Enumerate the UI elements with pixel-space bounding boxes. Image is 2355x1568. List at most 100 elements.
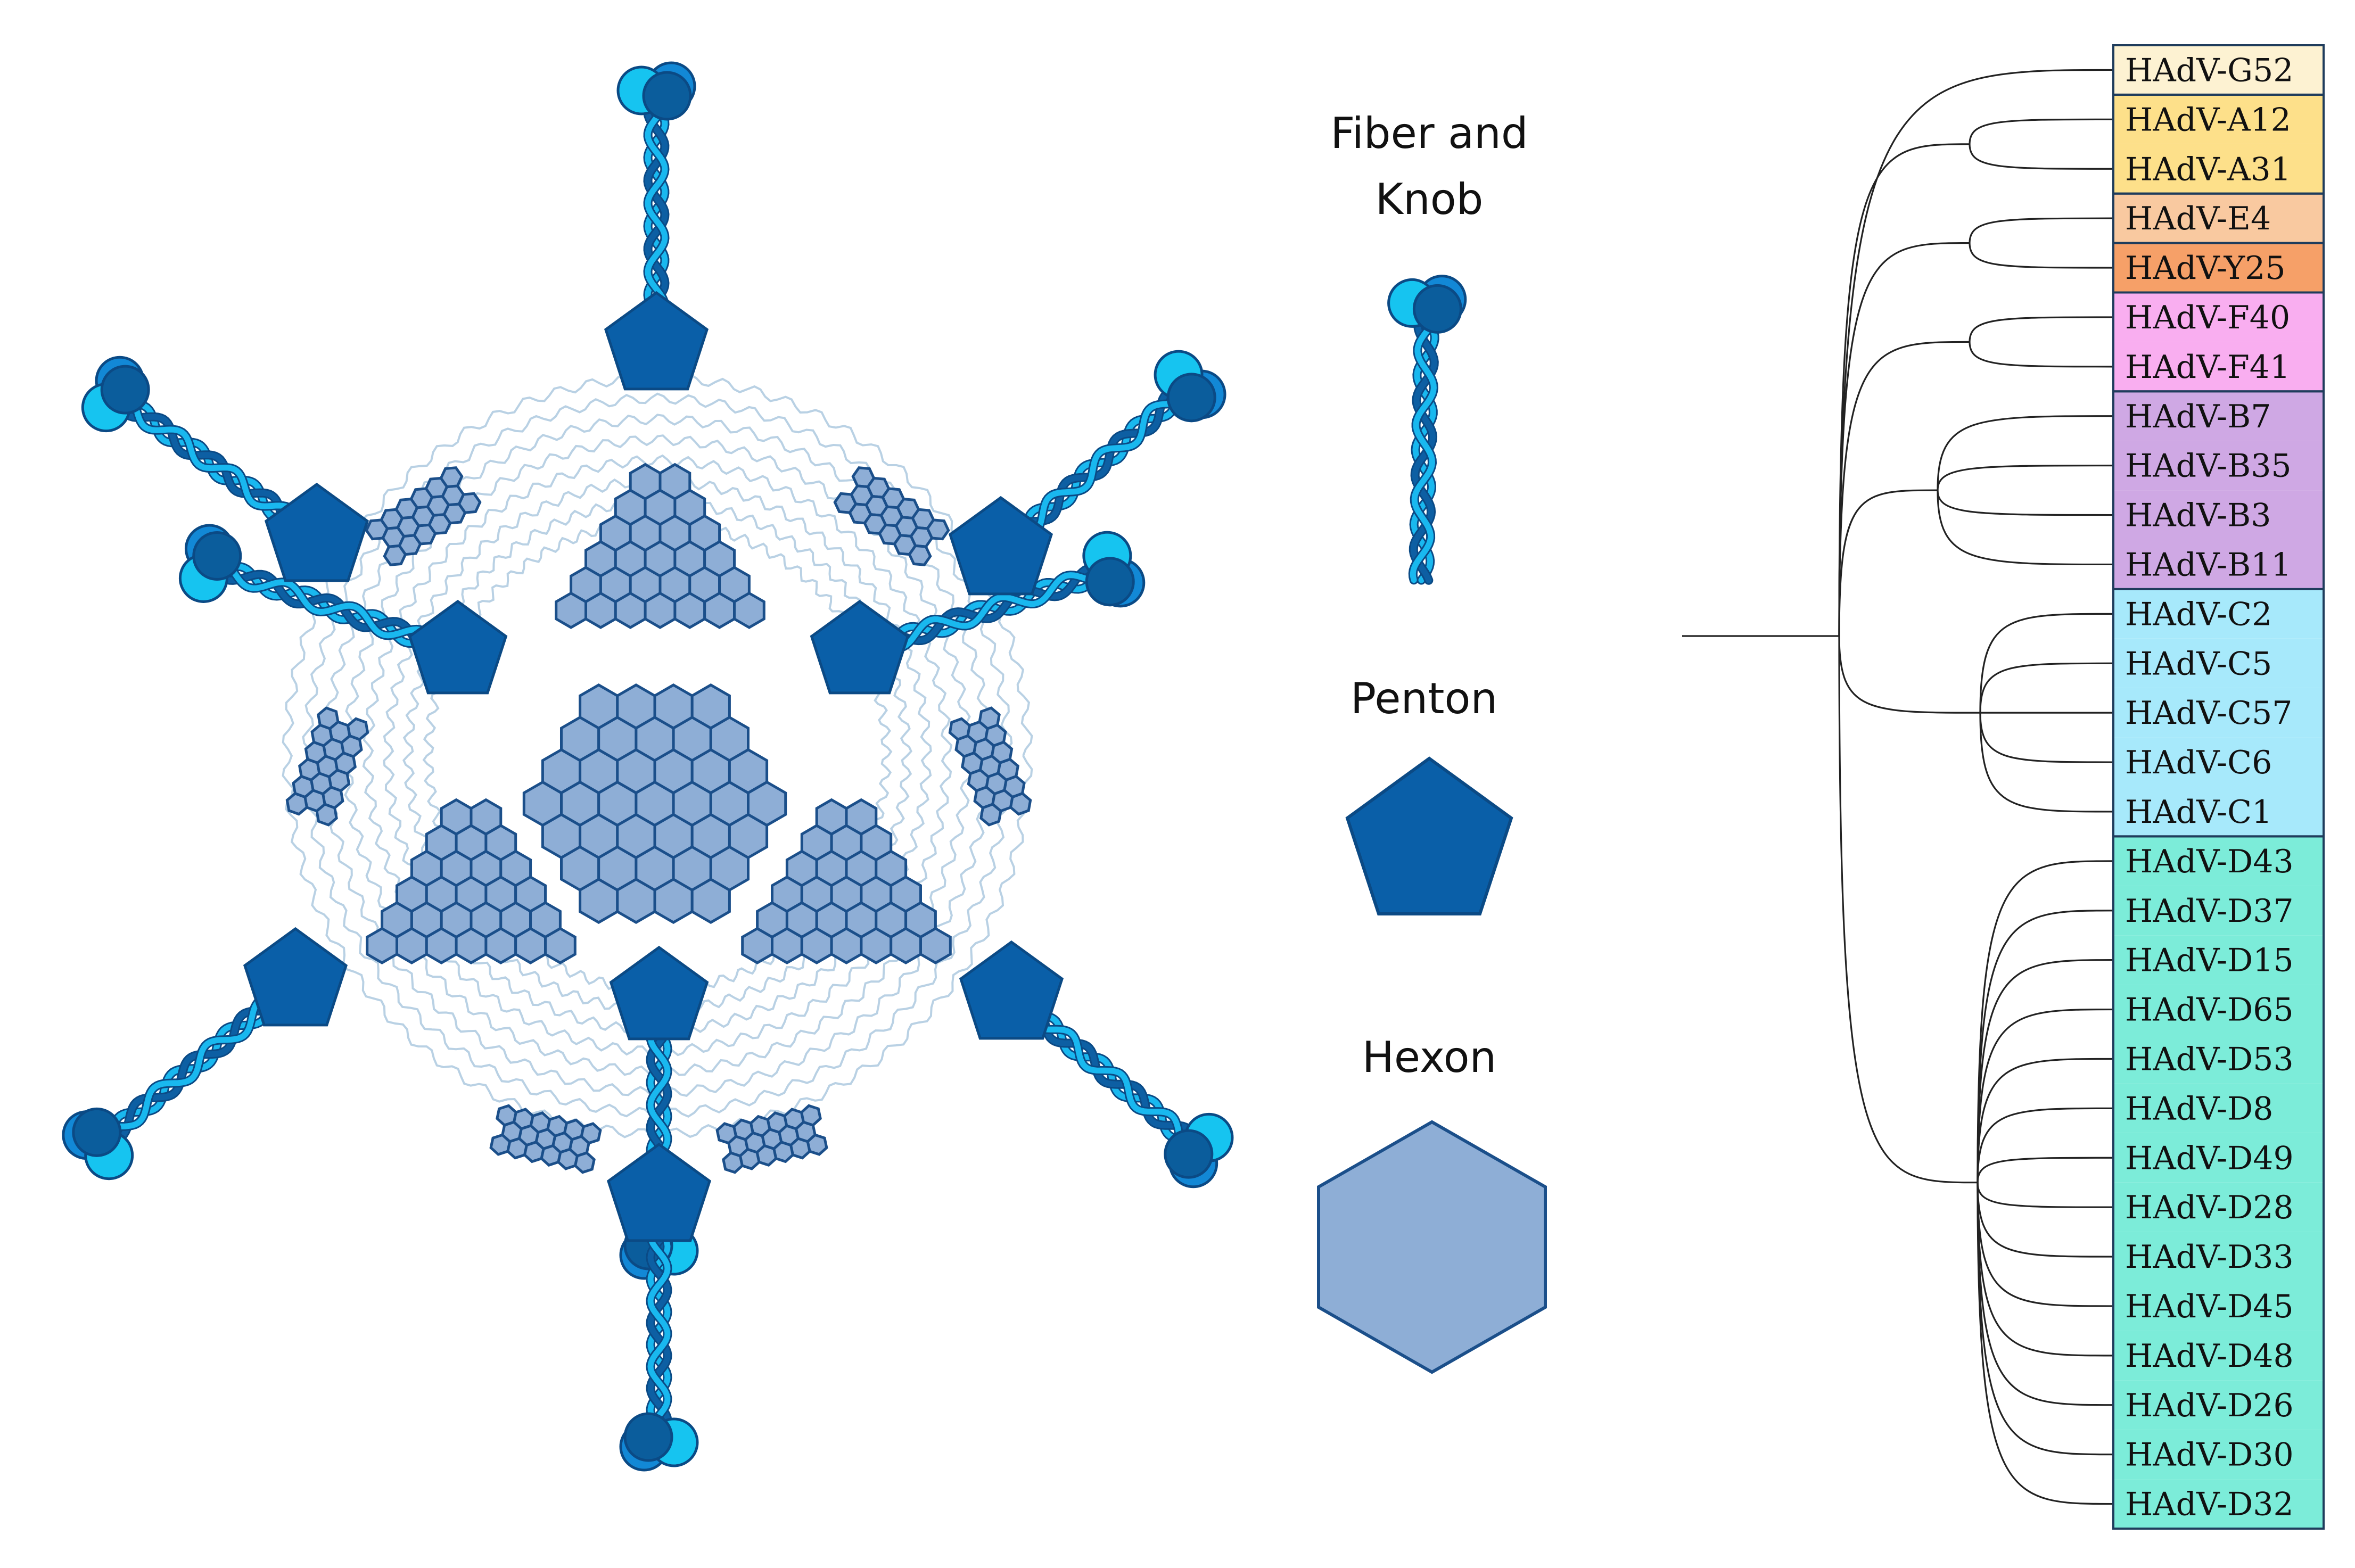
tip-label: HAdV-C1 bbox=[2125, 794, 2272, 831]
fiber-legend-label-line1: Fiber and bbox=[1330, 109, 1528, 158]
tree-branch bbox=[1977, 1182, 2114, 1456]
tip-box-hadv-d33 bbox=[2113, 1232, 2324, 1282]
knob-lobe bbox=[1085, 557, 1135, 607]
tree-branch bbox=[1969, 217, 2114, 243]
tip-box-hadv-f40 bbox=[2113, 292, 2324, 342]
knob-lobe bbox=[100, 365, 150, 415]
tip-box-hadv-d8 bbox=[2113, 1083, 2324, 1133]
tip-label: HAdV-E4 bbox=[2125, 200, 2271, 237]
knob-lobe bbox=[192, 531, 242, 581]
tip-box-hadv-d32 bbox=[2113, 1479, 2324, 1529]
hexon bbox=[801, 1104, 821, 1127]
penton-lower-left bbox=[243, 927, 348, 1027]
bottom-right-side-facet bbox=[716, 1104, 828, 1174]
tip-label: HAdV-B11 bbox=[2125, 546, 2292, 583]
tip-label: HAdV-D15 bbox=[2125, 942, 2294, 979]
tree-branch bbox=[1977, 1182, 2114, 1505]
tip-box-hadv-b3 bbox=[2113, 490, 2324, 540]
tree-branch bbox=[1838, 341, 1970, 637]
tip-box-hadv-d37 bbox=[2113, 886, 2324, 936]
penton-inner-left bbox=[408, 599, 508, 695]
tree-branch bbox=[1977, 910, 2114, 1183]
wavy-protein-line bbox=[362, 454, 953, 1058]
tip-box-hadv-b7 bbox=[2113, 391, 2324, 441]
tree-branch bbox=[1979, 613, 2114, 713]
tip-label: HAdV-D45 bbox=[2125, 1288, 2294, 1325]
tip-box-hadv-y25 bbox=[2113, 243, 2324, 293]
tree-branch bbox=[1979, 662, 2114, 713]
bottom-left-side-facet bbox=[490, 1104, 602, 1174]
fiber-strand bbox=[1410, 316, 1437, 583]
tree-branch bbox=[1977, 1182, 2114, 1307]
tip-box-hadv-d28 bbox=[2113, 1182, 2324, 1232]
tree-branch bbox=[1977, 1157, 2114, 1183]
tree-branch bbox=[1977, 860, 2114, 1183]
left-side-facet bbox=[284, 706, 370, 827]
tree-branch bbox=[1977, 1107, 2114, 1183]
tip-box-hadv-g52 bbox=[2113, 45, 2324, 95]
tip-label: HAdV-D48 bbox=[2125, 1338, 2294, 1375]
tree-branch bbox=[1937, 490, 2114, 566]
tip-label: HAdV-D28 bbox=[2125, 1189, 2294, 1226]
tip-box-hadv-c2 bbox=[2113, 589, 2324, 639]
tip-label: HAdV-D26 bbox=[2125, 1387, 2294, 1424]
knob-lobe bbox=[642, 71, 692, 121]
tip-box-hadv-d65 bbox=[2113, 985, 2324, 1034]
penton-upper-right bbox=[948, 496, 1053, 596]
tree-tip-labels: HAdV-G52HAdV-A12HAdV-A31HAdV-E4HAdV-Y25H… bbox=[2112, 44, 2325, 1530]
knob-lobe bbox=[623, 1412, 673, 1462]
tip-box-hadv-c6 bbox=[2113, 737, 2324, 787]
tip-label: HAdV-D30 bbox=[2125, 1437, 2294, 1474]
hexon bbox=[748, 782, 786, 825]
hexon bbox=[735, 593, 764, 627]
tip-box-hadv-a12 bbox=[2113, 94, 2324, 144]
wavy-protein-line bbox=[383, 475, 932, 1037]
wavy-protein-line bbox=[282, 372, 1033, 1140]
tip-label: HAdV-G52 bbox=[2125, 52, 2293, 89]
tip-label: HAdV-C6 bbox=[2125, 744, 2272, 781]
upper-left-side-facet bbox=[364, 464, 483, 570]
tip-label: HAdV-D53 bbox=[2125, 1041, 2294, 1078]
tree-branch bbox=[1969, 144, 2114, 170]
tree-branch bbox=[1969, 316, 2114, 342]
capsid-pentons bbox=[243, 291, 1064, 1242]
tree-branch bbox=[1977, 1058, 2114, 1183]
tree-branch bbox=[1969, 243, 2114, 269]
fiber-knob-legend-icon bbox=[1387, 275, 1467, 585]
tip-box-hadv-d49 bbox=[2113, 1133, 2324, 1183]
tip-box-hadv-c5 bbox=[2113, 638, 2324, 688]
tip-box-hadv-d43 bbox=[2113, 836, 2324, 886]
tip-label: HAdV-D33 bbox=[2125, 1239, 2294, 1276]
phylogenetic-tree: HAdV-G52HAdV-A12HAdV-A31HAdV-E4HAdV-Y25H… bbox=[1682, 44, 2325, 1530]
tip-box-hadv-a31 bbox=[2113, 144, 2324, 194]
tip-label: HAdV-D37 bbox=[2125, 893, 2294, 930]
hexon bbox=[546, 928, 575, 962]
clade-box-d bbox=[2112, 835, 2325, 1530]
hexon bbox=[921, 928, 951, 962]
tree-branch bbox=[1937, 490, 2114, 516]
tip-label: HAdV-B3 bbox=[2125, 497, 2271, 534]
tip-label: HAdV-A31 bbox=[2125, 151, 2291, 188]
tree-branch bbox=[1977, 1182, 2114, 1258]
penton-upper-left bbox=[264, 482, 369, 582]
knob-lobe bbox=[72, 1107, 122, 1157]
fiber-legend-strands bbox=[1387, 275, 1467, 585]
tip-label: HAdV-B35 bbox=[2125, 448, 2292, 485]
tip-box-hadv-d30 bbox=[2113, 1430, 2324, 1480]
tree-branch bbox=[1838, 143, 1970, 637]
tip-box-hadv-b35 bbox=[2113, 441, 2324, 491]
penton-lower-right bbox=[959, 940, 1064, 1040]
penton-bottom bbox=[606, 1142, 712, 1242]
tree-branch bbox=[1838, 636, 1978, 1184]
tip-label: HAdV-D32 bbox=[2125, 1486, 2294, 1523]
tip-label: HAdV-Y25 bbox=[2125, 250, 2286, 287]
tip-box-hadv-f41 bbox=[2113, 342, 2324, 392]
tree-branch bbox=[1838, 636, 1981, 714]
tree-branch bbox=[1979, 713, 2114, 763]
tip-label: HAdV-F41 bbox=[2125, 349, 2290, 386]
tip-label: HAdV-F40 bbox=[2125, 299, 2290, 336]
tree-branch bbox=[1977, 1008, 2114, 1183]
knob-lobe bbox=[1412, 284, 1462, 334]
tree-branch bbox=[1838, 242, 1970, 637]
tip-box-hadv-d15 bbox=[2113, 935, 2324, 985]
